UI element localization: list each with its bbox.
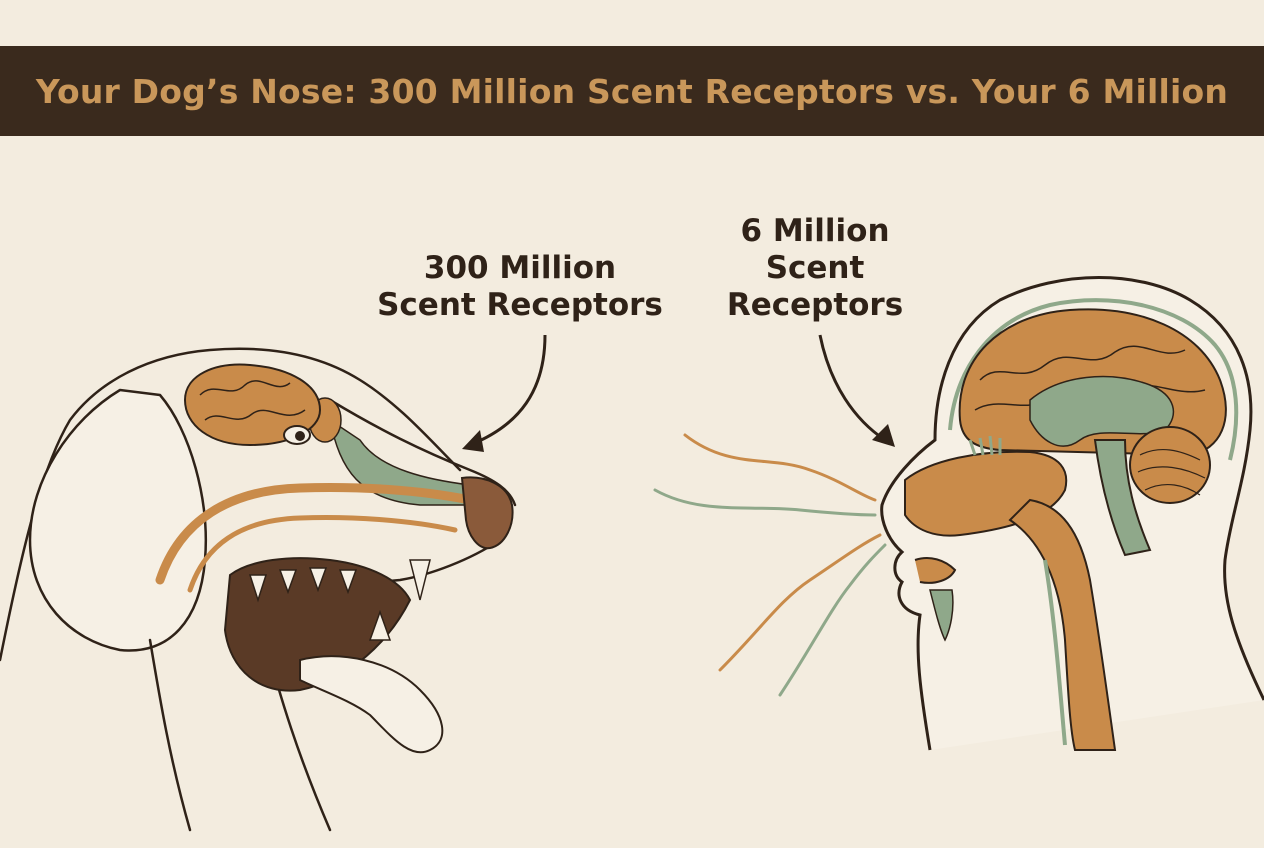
dog-teeth	[248, 559, 431, 641]
human-cerebellum-folds	[1137, 449, 1206, 496]
dog-airway	[155, 483, 475, 585]
human-skull-line	[948, 298, 1239, 461]
human-illustration	[880, 276, 1264, 751]
dog-ear	[28, 388, 207, 652]
human-airway-inner	[1043, 559, 1067, 746]
dog-arrowhead	[462, 430, 484, 452]
dog-neck-line	[148, 638, 192, 832]
human-label-line1: 6 Million	[740, 213, 890, 249]
dog-nose	[460, 476, 514, 550]
human-mouth	[914, 557, 957, 584]
title-banner: Your Dog’s Nose: 300 Million Scent Recep…	[0, 46, 1264, 136]
human-arrow	[818, 334, 886, 442]
dog-mouth	[223, 557, 412, 692]
dog-tongue	[299, 655, 444, 754]
dog-receptor-label: 300 Million Scent Receptors	[360, 250, 680, 324]
human-receptor-label: 6 Million Scent Receptors	[700, 213, 930, 324]
dog-pupil	[295, 431, 305, 441]
human-label-line3: Receptors	[726, 287, 904, 323]
dog-brain-folds	[199, 380, 306, 421]
page-title: Your Dog’s Nose: 300 Million Scent Recep…	[35, 71, 1229, 111]
human-olfactory-area	[968, 435, 1002, 456]
human-uvula	[929, 589, 954, 642]
scent-waves	[653, 433, 887, 697]
dog-label-line2: Scent Receptors	[377, 287, 663, 323]
human-airway	[1008, 498, 1117, 751]
dog-airway-inner	[187, 515, 458, 593]
dog-label-line1: 300 Million	[423, 250, 617, 286]
human-label-line2: Scent	[765, 250, 865, 286]
human-cerebellum	[1129, 426, 1211, 504]
dog-arrow	[469, 334, 547, 447]
human-brainstem	[1093, 439, 1152, 557]
human-arrowhead	[872, 424, 895, 447]
